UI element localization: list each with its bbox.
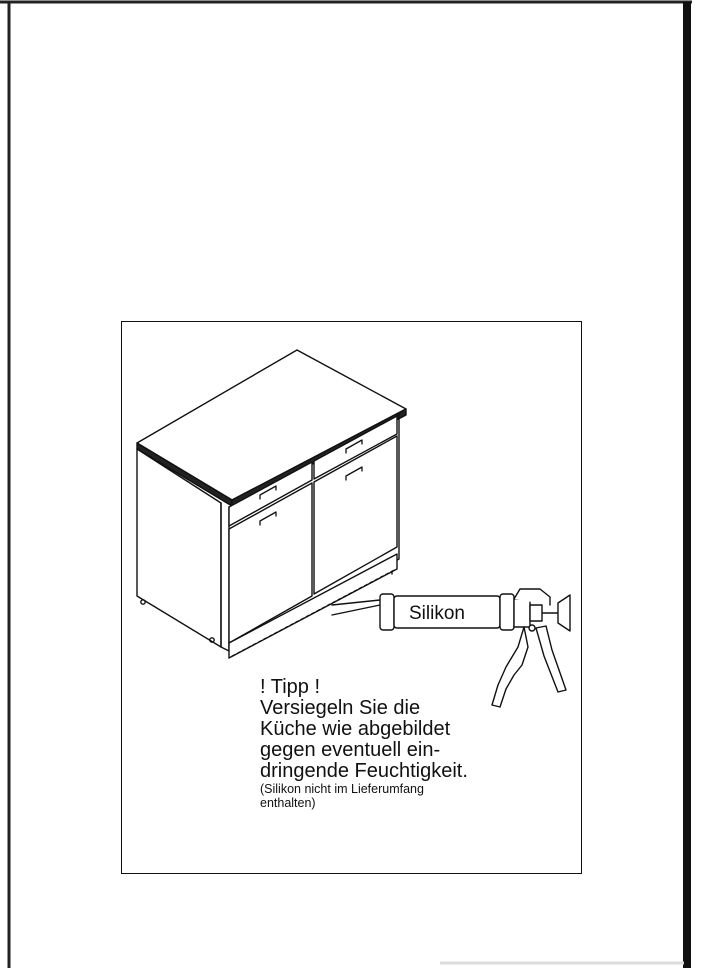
tip-note: enthalten) [260, 796, 316, 810]
plinth [228, 553, 398, 659]
door-right [313, 435, 398, 595]
kitchen-cabinet-illustration: Silikon [136, 349, 571, 708]
side-hole-icon [209, 637, 215, 643]
tip-line: Versiegeln Sie die [260, 697, 421, 719]
cartridge-label: Silikon [409, 603, 465, 624]
side-hole-icon [140, 599, 146, 605]
drawer-left [228, 461, 313, 527]
tip-text-block: ! Tipp ! Versiegeln Sie die Küche wie ab… [260, 676, 560, 811]
gun-handle [491, 626, 529, 708]
gun-trigger [535, 625, 567, 693]
tip-line: dringende Feuchtigkeit. [260, 760, 468, 782]
tip-line: Küche wie abgebildet [260, 718, 451, 740]
silicone-gun [379, 588, 571, 708]
tip-note: (Silikon nicht im Lieferumfang [260, 782, 424, 796]
tip-line: gegen eventuell ein- [260, 739, 441, 761]
tip-title: ! Tipp ! [260, 676, 321, 698]
door-left [228, 482, 313, 644]
handle-icon [259, 439, 363, 526]
tip-panel: Silikon ! Tipp ! Versiegeln Sie die Küch… [121, 321, 582, 874]
drawer-right [313, 415, 398, 480]
